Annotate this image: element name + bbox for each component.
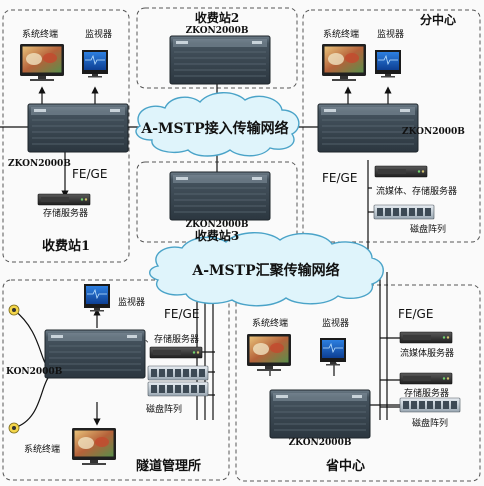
station2-title: 收费站2 <box>195 10 239 25</box>
station1-title: 收费站1 <box>42 238 90 254</box>
terminal-icon <box>247 334 291 371</box>
disk-array-icon <box>373 204 435 220</box>
access-network-cloud: A-MSTP接入传输网络 <box>135 92 300 157</box>
branch-device-label: ZKON2000B <box>402 127 465 137</box>
monitor-icon <box>374 49 402 78</box>
province-fege-label: FE/GE <box>398 307 433 321</box>
branch-disk-label: 磁盘阵列 <box>410 223 446 235</box>
branch-terminal-label: 系统终端 <box>323 28 359 40</box>
terminal-icon <box>322 44 366 81</box>
station3-device-label: ZKON2000B <box>186 220 249 230</box>
zkon-device-icon <box>27 103 129 153</box>
zkon-device-icon <box>169 171 271 221</box>
zkon-device-icon <box>169 35 271 85</box>
cloud-aggregation-label: A-MSTP汇聚传输网络 <box>191 262 339 279</box>
terminal-icon <box>72 428 116 465</box>
disk-array-icon <box>147 381 209 397</box>
branch-title: 分中心 <box>420 12 456 27</box>
region-branch <box>302 9 481 243</box>
disk-array-icon <box>399 397 461 413</box>
station1-device-label: ZKON2000B <box>8 159 71 169</box>
region-tunnel <box>2 279 230 481</box>
region-station1 <box>2 9 130 263</box>
station2-device-label: ZKON2000B <box>186 26 249 36</box>
tunnel-fege-label: FE/GE <box>164 307 199 321</box>
cloud-access-label: A-MSTP接入传输网络 <box>140 120 288 137</box>
monitor-icon <box>83 283 111 312</box>
branch-media-label: 流媒体、存储服务器 <box>376 185 457 197</box>
tunnel-disk-label: 磁盘阵列 <box>146 403 182 415</box>
server-icon <box>374 165 428 178</box>
province-media-label: 流媒体服务器 <box>400 347 454 359</box>
station1-storage-label: 存储服务器 <box>43 207 88 219</box>
server-icon <box>37 193 91 206</box>
terminal-icon <box>20 44 64 81</box>
disk-array-icon <box>147 365 209 381</box>
camera-icon <box>8 422 20 434</box>
province-storage-label: 存储服务器 <box>404 387 449 399</box>
province-disk-label: 磁盘阵列 <box>412 417 448 429</box>
branch-fege-label: FE/GE <box>322 171 357 185</box>
server-icon <box>399 372 453 385</box>
server-icon <box>399 331 453 344</box>
zkon-device-icon <box>269 389 371 439</box>
aggregation-network-cloud: A-MSTP汇聚传输网络 <box>149 232 384 307</box>
tunnel-device-label: KON2000B <box>6 367 63 377</box>
province-title: 省中心 <box>325 458 365 474</box>
camera-icon <box>8 304 20 316</box>
station3-title: 收费站3 <box>195 228 239 243</box>
monitor-icon <box>319 337 347 366</box>
province-device-label: ZKON2000B <box>289 438 352 448</box>
tunnel-monitor-label: 监视器 <box>118 296 145 308</box>
tunnel-title: 隧道管理所 <box>136 458 201 474</box>
tunnel-terminal-label: 系统终端 <box>24 443 60 455</box>
province-terminal-label: 系统终端 <box>252 317 288 329</box>
monitor-icon <box>81 49 109 78</box>
server-icon <box>149 346 203 359</box>
station1-terminal-label: 系统终端 <box>22 28 58 40</box>
station1-fege-label: FE/GE <box>72 167 107 181</box>
branch-monitor-label: 监视器 <box>377 28 404 40</box>
station1-monitor-label: 监视器 <box>85 28 112 40</box>
province-monitor-label: 监视器 <box>322 317 349 329</box>
